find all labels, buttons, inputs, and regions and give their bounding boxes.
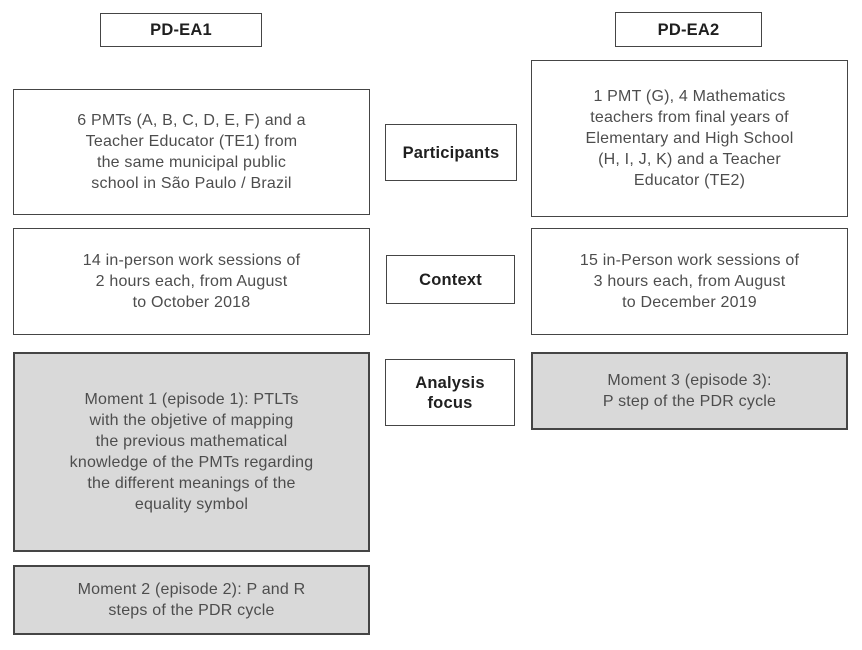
pdea1-analysis-moment2-box: Moment 2 (episode 2): P and R steps of t… <box>13 565 370 635</box>
participants-row-label-box: Participants <box>385 124 517 181</box>
pdea2-analysis-moment3-text: Moment 3 (episode 3): P step of the PDR … <box>602 372 777 410</box>
pdea2-participants-box: 1 PMT (G), 4 Mathematics teachers from f… <box>531 60 848 217</box>
pdea1-header-box: PD-EA1 <box>100 13 262 47</box>
pdea1-participants-box: 6 PMTs (A, B, C, D, E, F) and a Teacher … <box>13 89 370 215</box>
context-row-label-box: Context <box>386 255 515 304</box>
pdea1-context-text: 14 in-person work sessions of 2 hours ea… <box>82 252 301 311</box>
pdea1-analysis-moment1-box: Moment 1 (episode 1): PTLTs with the obj… <box>13 352 370 552</box>
pdea2-context-text: 15 in-Person work sessions of 3 hours ea… <box>579 252 800 311</box>
pdea1-analysis-moment2-text: Moment 2 (episode 2): P and R steps of t… <box>77 581 306 619</box>
pdea2-context-box: 15 in-Person work sessions of 3 hours ea… <box>531 228 848 335</box>
pdea2-analysis-moment3-box: Moment 3 (episode 3): P step of the PDR … <box>531 352 848 430</box>
context-row-label: Context <box>419 270 482 289</box>
pdea1-participants-text: 6 PMTs (A, B, C, D, E, F) and a Teacher … <box>77 112 306 192</box>
pdea2-participants-text: 1 PMT (G), 4 Mathematics teachers from f… <box>585 88 794 189</box>
pdea1-analysis-moment1-text: Moment 1 (episode 1): PTLTs with the obj… <box>69 391 314 513</box>
pdea2-header-label: PD-EA2 <box>657 20 720 39</box>
pdea2-header-box: PD-EA2 <box>615 12 762 47</box>
pdea1-context-box: 14 in-person work sessions of 2 hours ea… <box>13 228 370 335</box>
analysis-focus-row-label-box: Analysis focus <box>385 359 515 426</box>
pdea1-header-label: PD-EA1 <box>150 21 212 39</box>
analysis-focus-row-label: Analysis focus <box>415 373 485 412</box>
participants-row-label: Participants <box>402 143 500 162</box>
